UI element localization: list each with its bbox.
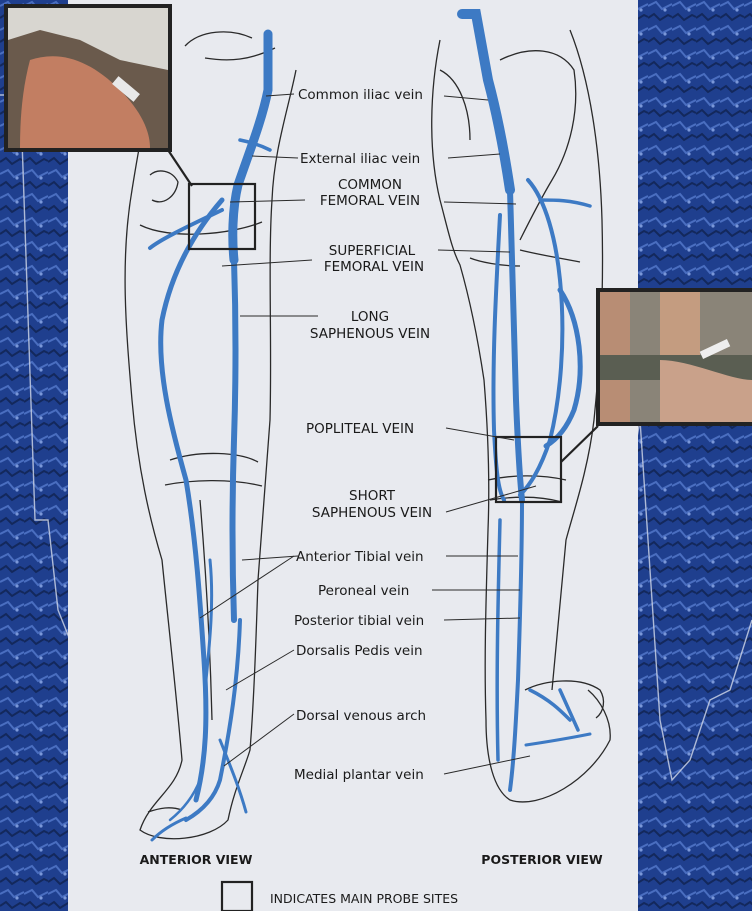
probe-site-legend-box bbox=[222, 882, 252, 911]
label-common-iliac: Common iliac vein bbox=[298, 87, 423, 103]
label-common-femoral-1: COMMON bbox=[338, 177, 402, 193]
label-external-iliac: External iliac vein bbox=[300, 151, 420, 167]
label-anterior-tibial: Anterior Tibial vein bbox=[296, 549, 424, 565]
vein-labels: Common iliac vein External iliac vein CO… bbox=[294, 87, 432, 783]
probe-box-popliteal bbox=[496, 437, 561, 502]
anterior-leg-outline bbox=[125, 32, 296, 839]
anterior-view-title: ANTERIOR VIEW bbox=[140, 852, 253, 867]
label-posterior-tibial: Posterior tibial vein bbox=[294, 613, 424, 629]
label-dorsal-venous-arch: Dorsal venous arch bbox=[296, 708, 426, 724]
label-superficial-femoral-1: SUPERFICIAL bbox=[329, 243, 416, 259]
label-long-saphenous-1: LONG bbox=[351, 309, 389, 325]
label-medial-plantar: Medial plantar vein bbox=[294, 767, 424, 783]
inset-photo-knee bbox=[596, 288, 752, 426]
label-popliteal: POPLITEAL VEIN bbox=[306, 421, 414, 437]
inset-photo-groin bbox=[4, 4, 172, 152]
label-peroneal: Peroneal vein bbox=[318, 583, 409, 599]
posterior-veins bbox=[462, 14, 590, 790]
label-short-saphenous-1: SHORT bbox=[349, 488, 396, 504]
label-short-saphenous-2: SAPHENOUS VEIN bbox=[312, 505, 432, 521]
label-superficial-femoral-2: FEMORAL VEIN bbox=[324, 259, 424, 275]
label-long-saphenous-2: SAPHENOUS VEIN bbox=[310, 326, 430, 342]
label-dorsalis-pedis: Dorsalis Pedis vein bbox=[296, 643, 423, 659]
posterior-leg-outline bbox=[432, 30, 610, 802]
probe-site-legend-text: INDICATES MAIN PROBE SITES bbox=[270, 891, 458, 906]
probe-box-femoral bbox=[189, 184, 255, 249]
label-common-femoral-2: FEMORAL VEIN bbox=[320, 193, 420, 209]
posterior-view-title: POSTERIOR VIEW bbox=[481, 852, 603, 867]
